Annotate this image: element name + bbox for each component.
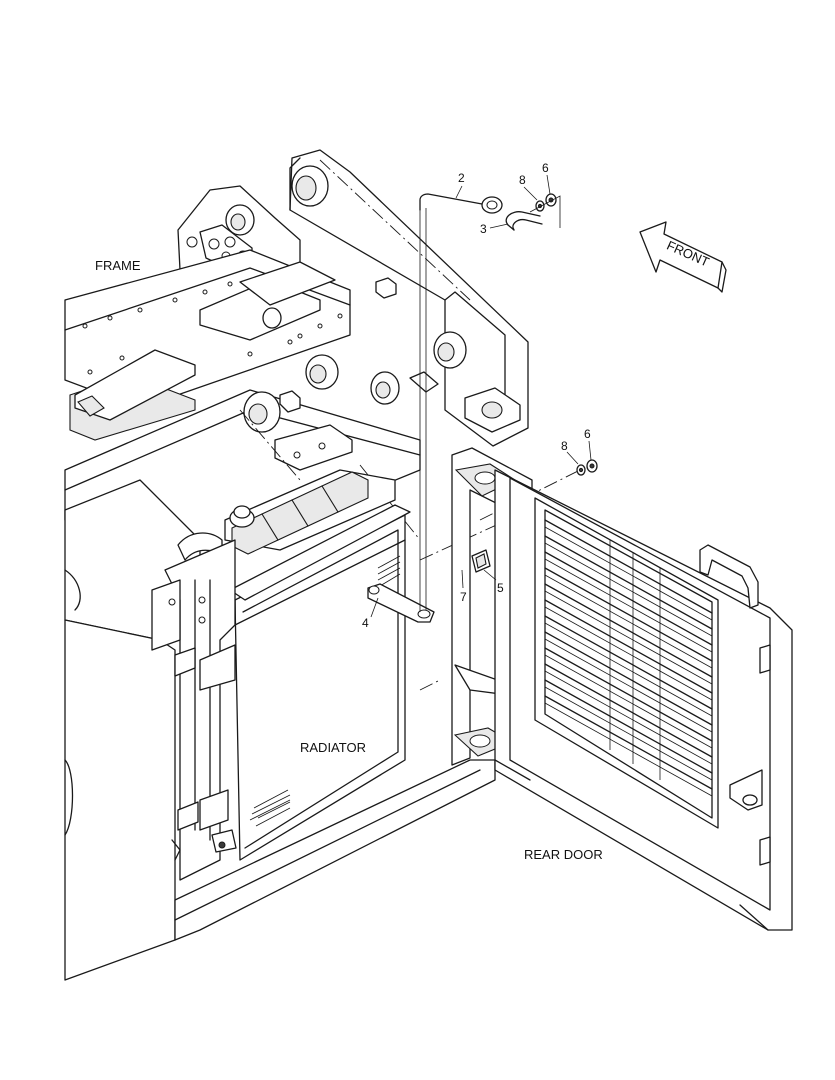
fasteners-upper: [529, 193, 561, 228]
radiator-grille-top: [377, 555, 401, 587]
callout-4: 4: [362, 616, 369, 630]
door-grille-slats: [544, 519, 713, 797]
rear-door-assembly: [451, 447, 793, 931]
radiator-assembly: [151, 469, 411, 881]
callout-6-upper: 6: [542, 161, 549, 175]
frame-label: FRAME: [95, 258, 141, 273]
callout-7: 7: [460, 590, 467, 604]
callout-8-lower: 8: [561, 439, 568, 453]
rear-door-label: REAR DOOR: [524, 847, 603, 862]
callout-8-upper: 8: [519, 173, 526, 187]
part-4-bracket: [367, 583, 435, 623]
frame-assembly: [64, 149, 529, 981]
front-direction-arrow: FRONT: [639, 221, 727, 293]
part-2-prop-rod: [419, 193, 503, 612]
callout-5: 5: [497, 581, 504, 595]
callout-6-lower: 6: [584, 427, 591, 441]
callout-3: 3: [480, 222, 487, 236]
part-3-clip: [505, 211, 543, 231]
radiator-grille-bottom: [249, 789, 291, 827]
fasteners-lower: [576, 459, 598, 476]
radiator-label: RADIATOR: [300, 740, 366, 755]
frame-holes: [82, 281, 343, 375]
part-5-latch: [471, 549, 491, 573]
callout-leaders: [370, 174, 592, 618]
callout-2: 2: [458, 171, 465, 185]
